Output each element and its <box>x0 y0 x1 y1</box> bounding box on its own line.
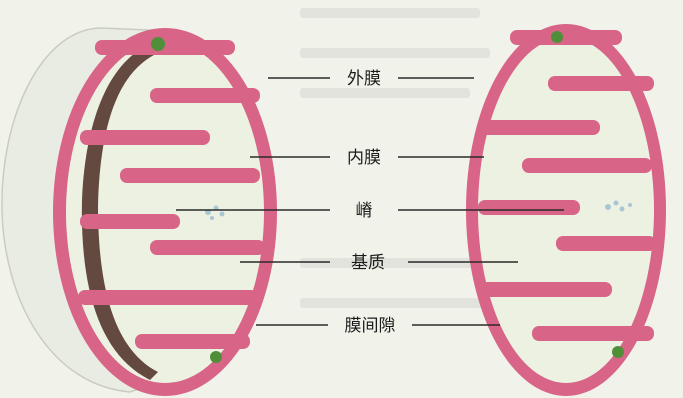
crista <box>480 282 612 297</box>
label-outer-membrane: 外膜 <box>347 69 381 89</box>
crista <box>80 130 210 145</box>
left-mitochondrion <box>2 28 277 396</box>
crista <box>510 30 622 45</box>
crista <box>78 290 258 305</box>
crista <box>95 40 235 55</box>
crista <box>532 326 654 341</box>
crista <box>522 158 652 173</box>
crista <box>478 120 600 135</box>
granule <box>210 351 222 363</box>
label-matrix: 基质 <box>351 253 385 273</box>
crista <box>135 334 250 349</box>
granule <box>551 31 563 43</box>
granule <box>151 37 165 51</box>
label-intermembrane-space: 膜间隙 <box>345 316 396 336</box>
crista <box>150 240 265 255</box>
label-inner-membrane: 内膜 <box>347 148 381 168</box>
crista <box>556 236 656 251</box>
crista <box>478 200 580 215</box>
crista <box>120 168 260 183</box>
crista <box>548 76 654 91</box>
label-crista: 嵴 <box>356 201 373 221</box>
crista <box>150 88 260 103</box>
granule <box>612 346 624 358</box>
crista <box>80 214 180 229</box>
